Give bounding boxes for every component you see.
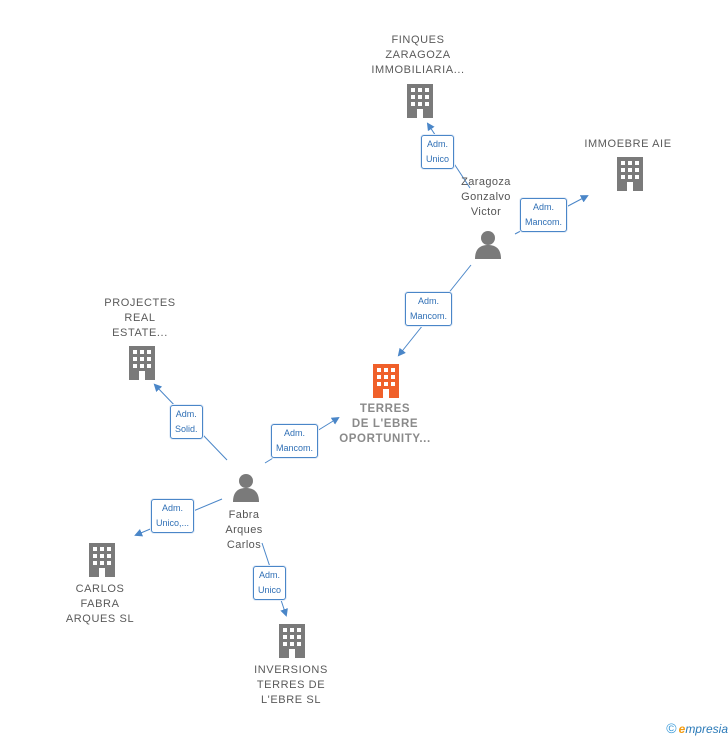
node-label-inversions[interactable]: INVERSIONS TERRES DE L'EBRE SL: [254, 664, 328, 706]
relation-badge[interactable]: Adm. Mancom.: [271, 424, 319, 458]
building-icon[interactable]: [614, 157, 646, 191]
relation-badge[interactable]: Adm. Mancom.: [405, 292, 453, 326]
person-icon[interactable]: [231, 472, 261, 502]
relation-badge[interactable]: Adm. Unico,...: [151, 499, 195, 533]
node-label-fabra-person[interactable]: Fabra Arques Carlos: [225, 509, 263, 551]
relation-badge[interactable]: Adm. Unico: [253, 566, 287, 600]
node-label-finques[interactable]: FINQUES ZARAGOZA IMMOBILIARIA...: [371, 34, 465, 76]
footer-brand[interactable]: ©empresia: [666, 720, 728, 736]
relation-badge[interactable]: Adm. Unico: [421, 135, 455, 169]
node-label-terres[interactable]: TERRES DE L'EBRE OPORTUNITY...: [339, 403, 431, 445]
brand-name: mpresia: [685, 722, 728, 736]
building-icon[interactable]: [370, 364, 402, 398]
building-icon[interactable]: [404, 84, 436, 118]
building-icon[interactable]: [126, 346, 158, 380]
relation-badge[interactable]: Adm. Solid.: [170, 405, 203, 439]
node-label-projectes[interactable]: PROJECTES REAL ESTATE...: [104, 297, 176, 339]
node-label-immoebre[interactable]: IMMOEBRE AIE: [584, 138, 672, 150]
node-label-zaragoza-person[interactable]: Zaragoza Gonzalvo Victor: [461, 176, 511, 218]
copyright-icon: ©: [666, 720, 677, 736]
building-icon[interactable]: [86, 543, 118, 577]
node-label-carlos-fabra[interactable]: CARLOS FABRA ARQUES SL: [65, 583, 135, 625]
brand-initial: e: [678, 722, 686, 736]
building-icon[interactable]: [276, 624, 308, 658]
person-icon[interactable]: [473, 229, 503, 259]
relation-badge[interactable]: Adm. Mancom.: [520, 198, 568, 232]
